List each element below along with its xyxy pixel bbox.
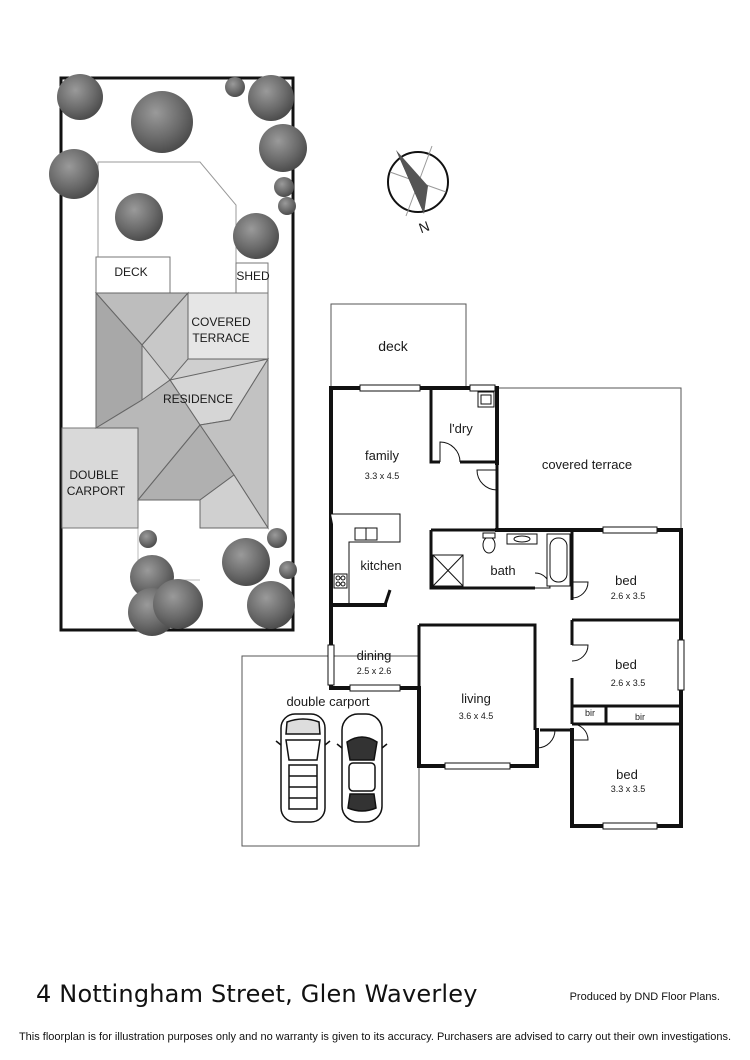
toilet-icon bbox=[482, 536, 496, 554]
tree bbox=[49, 149, 99, 199]
north-arrow-half-icon bbox=[396, 150, 428, 214]
site-residence-label: RESIDENCE bbox=[163, 392, 233, 406]
tree bbox=[278, 197, 296, 215]
family-label: family bbox=[365, 448, 399, 463]
site-shed-label: SHED bbox=[236, 269, 270, 283]
car-wagon-icon bbox=[275, 713, 331, 823]
tree bbox=[267, 528, 287, 548]
family-size: 3.3 x 4.5 bbox=[365, 471, 400, 481]
bed1-door bbox=[571, 581, 589, 599]
bir2-label: bir bbox=[635, 712, 645, 722]
living-door bbox=[536, 729, 556, 749]
car-sedan-icon bbox=[336, 713, 388, 823]
site-trees bbox=[49, 74, 307, 636]
terrace-door bbox=[476, 469, 498, 491]
living-label: living bbox=[461, 691, 491, 706]
kitchen-label: kitchen bbox=[360, 558, 401, 573]
tree bbox=[247, 581, 295, 629]
site-covered-terrace-label-2: TERRACE bbox=[192, 331, 249, 345]
compass-ring bbox=[387, 151, 449, 213]
tree bbox=[279, 561, 297, 579]
double-carport-label: double carport bbox=[286, 694, 369, 709]
site-deck bbox=[95, 256, 171, 294]
site-covered-terrace-label: COVERED bbox=[191, 315, 251, 329]
covered-terrace-label: covered terrace bbox=[542, 457, 632, 472]
site-plan: DECK SHED COVERED TERRACE RESIDENCE DOUB… bbox=[49, 74, 307, 636]
bed3-door bbox=[571, 723, 589, 741]
disclaimer-text: This floorplan is for illustration purpo… bbox=[18, 1031, 732, 1043]
dining-size: 2.5 x 2.6 bbox=[357, 666, 392, 676]
bed3-size: 3.3 x 3.5 bbox=[611, 784, 646, 794]
windows bbox=[327, 384, 685, 830]
property-address: 4 Nottingham Street, Glen Waverley bbox=[36, 980, 478, 1008]
kitchen-bench bbox=[331, 513, 401, 605]
bed2-door bbox=[571, 644, 589, 662]
floor-plan: deck family 3.3 x 4.5 l'dry covered terr… bbox=[241, 303, 685, 847]
tree bbox=[131, 91, 193, 153]
bed2-size: 2.6 x 3.5 bbox=[611, 678, 646, 688]
bed1-size: 2.6 x 3.5 bbox=[611, 591, 646, 601]
interior-walls bbox=[383, 388, 681, 732]
tree bbox=[222, 538, 270, 586]
tree bbox=[248, 75, 294, 121]
site-shed bbox=[235, 262, 269, 294]
tree bbox=[259, 124, 307, 172]
bath-fixtures bbox=[432, 391, 571, 587]
bir1-label: bir bbox=[585, 708, 595, 718]
deck-label: deck bbox=[378, 338, 409, 354]
laundry-label: l'dry bbox=[449, 421, 473, 436]
tree bbox=[57, 74, 103, 120]
compass: N bbox=[387, 145, 449, 236]
tree bbox=[274, 177, 294, 197]
bed1-label: bed bbox=[615, 573, 637, 588]
bath-label: bath bbox=[490, 563, 515, 578]
site-carport-label: DOUBLE bbox=[69, 468, 118, 482]
laundry-door bbox=[439, 441, 461, 463]
bed3-label: bed bbox=[616, 767, 638, 782]
producer-credit: Produced by DND Floor Plans. bbox=[569, 991, 720, 1003]
bed2-label: bed bbox=[615, 657, 637, 672]
tree bbox=[139, 530, 157, 548]
tree bbox=[225, 77, 245, 97]
cooktop-icon bbox=[333, 573, 348, 589]
tree bbox=[233, 213, 279, 259]
site-residence-roof bbox=[94, 291, 270, 530]
site-carport-label-2: CARPORT bbox=[67, 484, 126, 498]
compass-north-label: N bbox=[417, 218, 432, 236]
tree bbox=[115, 193, 163, 241]
dining-label: dining bbox=[357, 648, 392, 663]
living-size: 3.6 x 4.5 bbox=[459, 711, 494, 721]
tree bbox=[153, 579, 203, 629]
site-deck-label: DECK bbox=[114, 265, 147, 279]
